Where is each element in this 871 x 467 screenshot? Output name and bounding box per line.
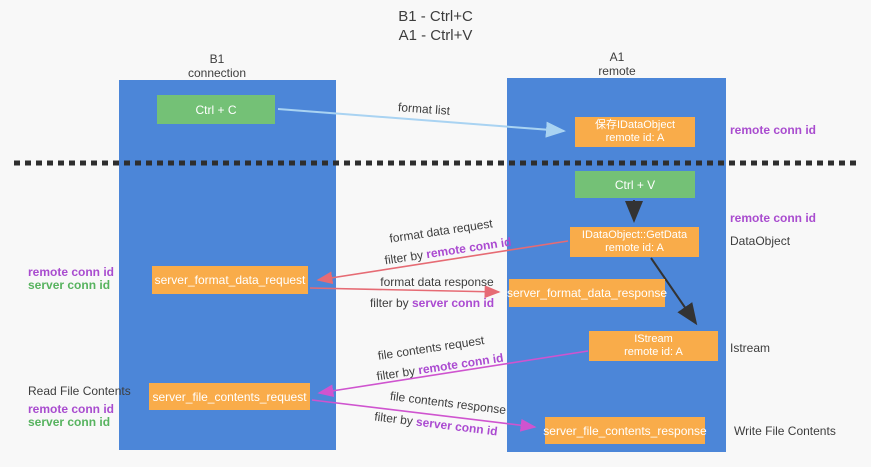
left-lane-header: B1 connection: [155, 52, 279, 80]
node-idataobject-getdata: IDataObject::GetData remote id: A: [570, 227, 699, 257]
getdata-to-istream-arrow: [650, 257, 698, 326]
filter-prefix: filter by: [369, 296, 412, 310]
node-ctrl-c: Ctrl + C: [157, 95, 275, 124]
node-server-format-data-response: server_format_data_response: [506, 279, 668, 307]
annotation-read-file-contents: Read File Contents: [28, 384, 131, 398]
file-contents-response-arrow: [311, 399, 537, 432]
node-save-idataobject-sublabel: remote id: A: [605, 132, 665, 144]
diagram-title: B1 - Ctrl+C A1 - Ctrl+V: [0, 7, 871, 45]
left-lane-header-name: B1: [209, 52, 225, 66]
node-idataobject-getdata-sublabel: remote id: A: [605, 242, 664, 254]
node-server-format-data-request: server_format_data_request: [152, 266, 308, 294]
node-ctrl-v: Ctrl + V: [575, 171, 695, 198]
annotation-left-remote-conn-format: remote conn id: [28, 265, 115, 279]
annotation-left-remote-conn-file: remote conn id: [28, 402, 115, 416]
annotation-remote-conn-id-top: remote conn id: [730, 123, 817, 137]
right-lane-header-sub: remote: [598, 64, 636, 78]
right-lane-header-name: A1: [609, 50, 625, 64]
node-save-idataobject-label: 保存IDataObject: [594, 119, 676, 131]
node-istream: IStream remote id: A: [589, 331, 718, 361]
node-save-idataobject: 保存IDataObject remote id: A: [575, 117, 695, 147]
node-ctrl-c-label: Ctrl + C: [195, 102, 237, 117]
diagram-title-line1: B1 - Ctrl+C: [398, 8, 473, 25]
diagram-title-line2: A1 - Ctrl+V: [398, 27, 473, 44]
node-server-file-contents-request: server_file_contents_request: [149, 383, 310, 410]
node-server-format-data-response-label: server_format_data_response: [506, 286, 668, 300]
node-istream-label: IStream: [634, 333, 673, 345]
format-data-request-arrow: [316, 240, 569, 285]
node-server-file-contents-response-label: server_file_contents_response: [543, 423, 707, 438]
format-list-arrow: [277, 108, 566, 138]
node-idataobject-getdata-label: IDataObject::GetData: [581, 229, 688, 241]
annotation-left-server-conn-format: server conn id: [28, 278, 111, 292]
annotation-write-file-contents: Write File Contents: [734, 424, 836, 438]
annotation-dataobject: DataObject: [730, 234, 791, 248]
node-istream-sublabel: remote id: A: [624, 346, 683, 358]
annotation-left-server-conn-file: server conn id: [28, 415, 111, 429]
node-server-file-contents-response: server_file_contents_response: [543, 417, 707, 444]
file-contents-request-arrow: [317, 350, 589, 398]
annotation-istream: Istream: [730, 341, 771, 355]
node-ctrl-v-label: Ctrl + V: [614, 177, 656, 192]
node-server-format-data-request-label: server_format_data_request: [154, 273, 306, 287]
edge-label-format-data-response: format data response: [380, 275, 494, 289]
filter-key-server-conn-id: server conn id: [411, 296, 495, 310]
edge-label-format-data-response-filter: filter by server conn id: [370, 296, 494, 310]
format-data-response-arrow: [309, 285, 501, 299]
right-lane-header: A1 remote: [555, 50, 679, 78]
annotation-remote-conn-id-mid: remote conn id: [730, 211, 817, 225]
left-lane-header-sub: connection: [187, 66, 247, 80]
node-server-file-contents-request-label: server_file_contents_request: [152, 389, 307, 404]
